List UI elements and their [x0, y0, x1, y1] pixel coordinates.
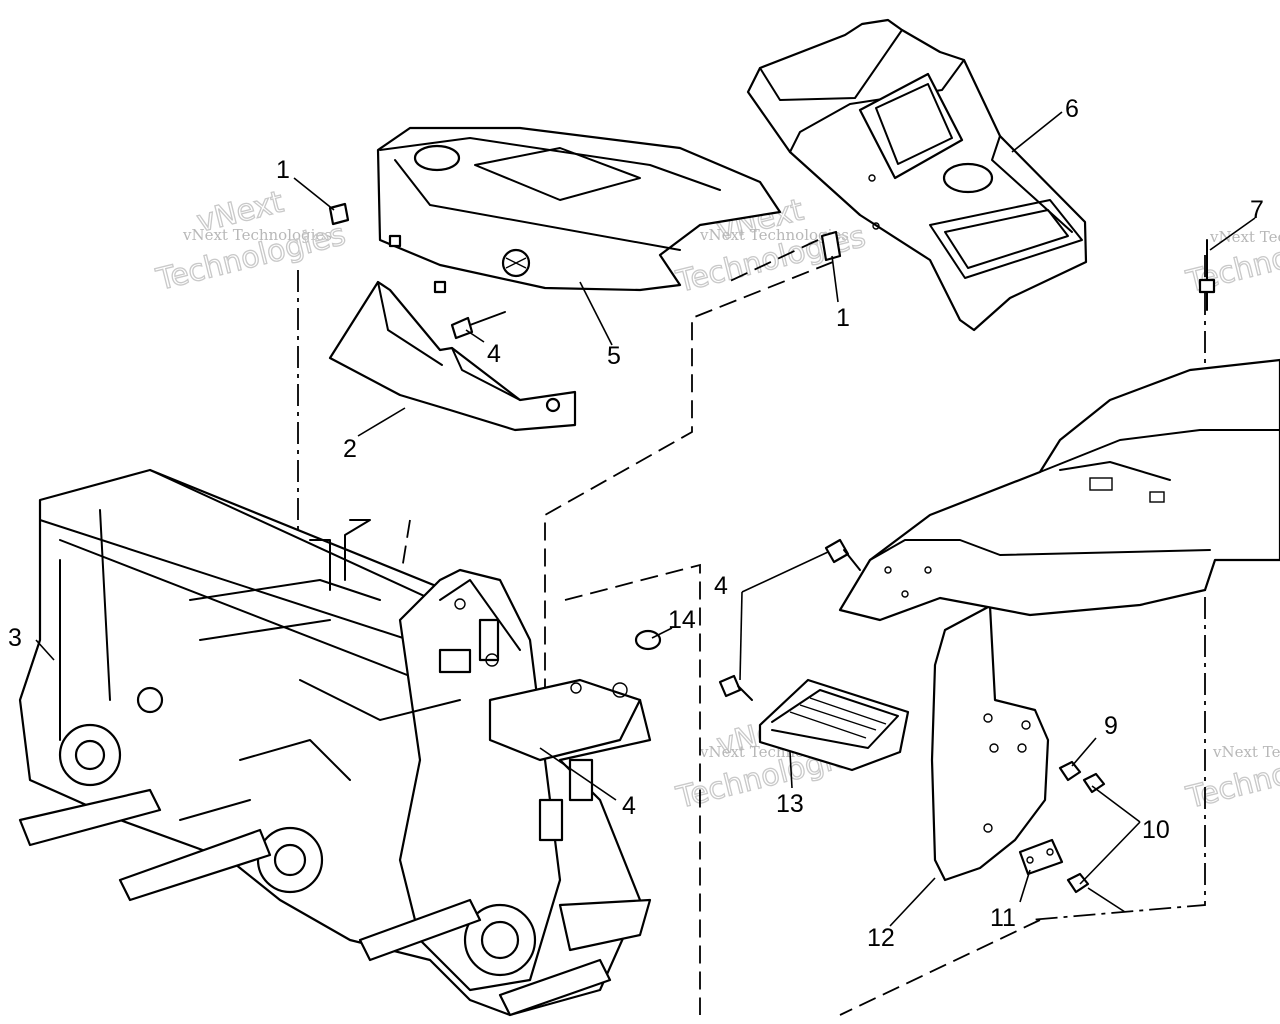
watermark-bottom-right: vNext Technologies Technologies: [1182, 735, 1280, 817]
callout-labels: 1 1 2 3 4 4 4 5 6 7 9 10 11 12 13 14: [8, 95, 1264, 952]
callout-4-frame: 4: [622, 792, 636, 820]
part-4-bolt-right-upper: [824, 538, 861, 571]
watermark-top-right: vNext Technologies Technologies: [1182, 219, 1280, 301]
part-7-rod: [1198, 239, 1216, 311]
part-4-bolt-top: [450, 311, 506, 340]
svg-text:vNext Technologies: vNext Technologies: [1209, 228, 1280, 246]
callout-14: 14: [668, 606, 696, 634]
callout-12: 12: [867, 924, 895, 952]
part-13-footrest: [758, 678, 910, 772]
part-11-plate: [1018, 838, 1064, 876]
watermark-left: vNext vNext Technologies Technologies: [152, 184, 350, 299]
part-12-mud-flap: [930, 604, 1050, 882]
callout-6: 6: [1065, 95, 1079, 123]
callout-1-right: 1: [836, 304, 850, 332]
leader-lines: [35, 111, 1256, 927]
part-14-cap: [634, 629, 662, 651]
svg-text:vNext Technologies: vNext Technologies: [1212, 743, 1280, 761]
callout-4-right: 4: [714, 572, 728, 600]
callout-10: 10: [1142, 816, 1170, 844]
part-2-bracket: [328, 280, 577, 432]
part-4-bolt-right-lower: [718, 674, 753, 701]
part-10-nut-lower: [1066, 872, 1090, 894]
part-9-nut: [1058, 760, 1082, 782]
callout-9: 9: [1104, 712, 1118, 740]
part-10-nut-upper: [1082, 772, 1106, 794]
rear-fender: [838, 358, 1280, 622]
part-6-console: [746, 18, 1088, 332]
callout-1-left: 1: [276, 156, 290, 184]
callout-7: 7: [1250, 196, 1264, 224]
console-cup-hole: [942, 162, 994, 194]
part-1-clip-left: [328, 202, 350, 226]
part-1-clip-right: [820, 230, 842, 262]
callout-3: 3: [8, 624, 22, 652]
panel-cup-hole: [413, 144, 461, 172]
callout-4-top: 4: [487, 340, 501, 368]
callout-5: 5: [607, 342, 621, 370]
atv-main-frame: [18, 468, 652, 1017]
svg-text:vNext Technologies: vNext Technologies: [699, 226, 849, 244]
callout-11: 11: [990, 904, 1016, 932]
watermark-top-middle: vNext vNext Technologies Technologies: [672, 192, 870, 301]
part-5-front-panel: [376, 126, 782, 294]
callout-2: 2: [343, 435, 357, 463]
svg-text:vNext Technologies: vNext Technologies: [182, 226, 332, 244]
callout-13: 13: [776, 790, 804, 818]
